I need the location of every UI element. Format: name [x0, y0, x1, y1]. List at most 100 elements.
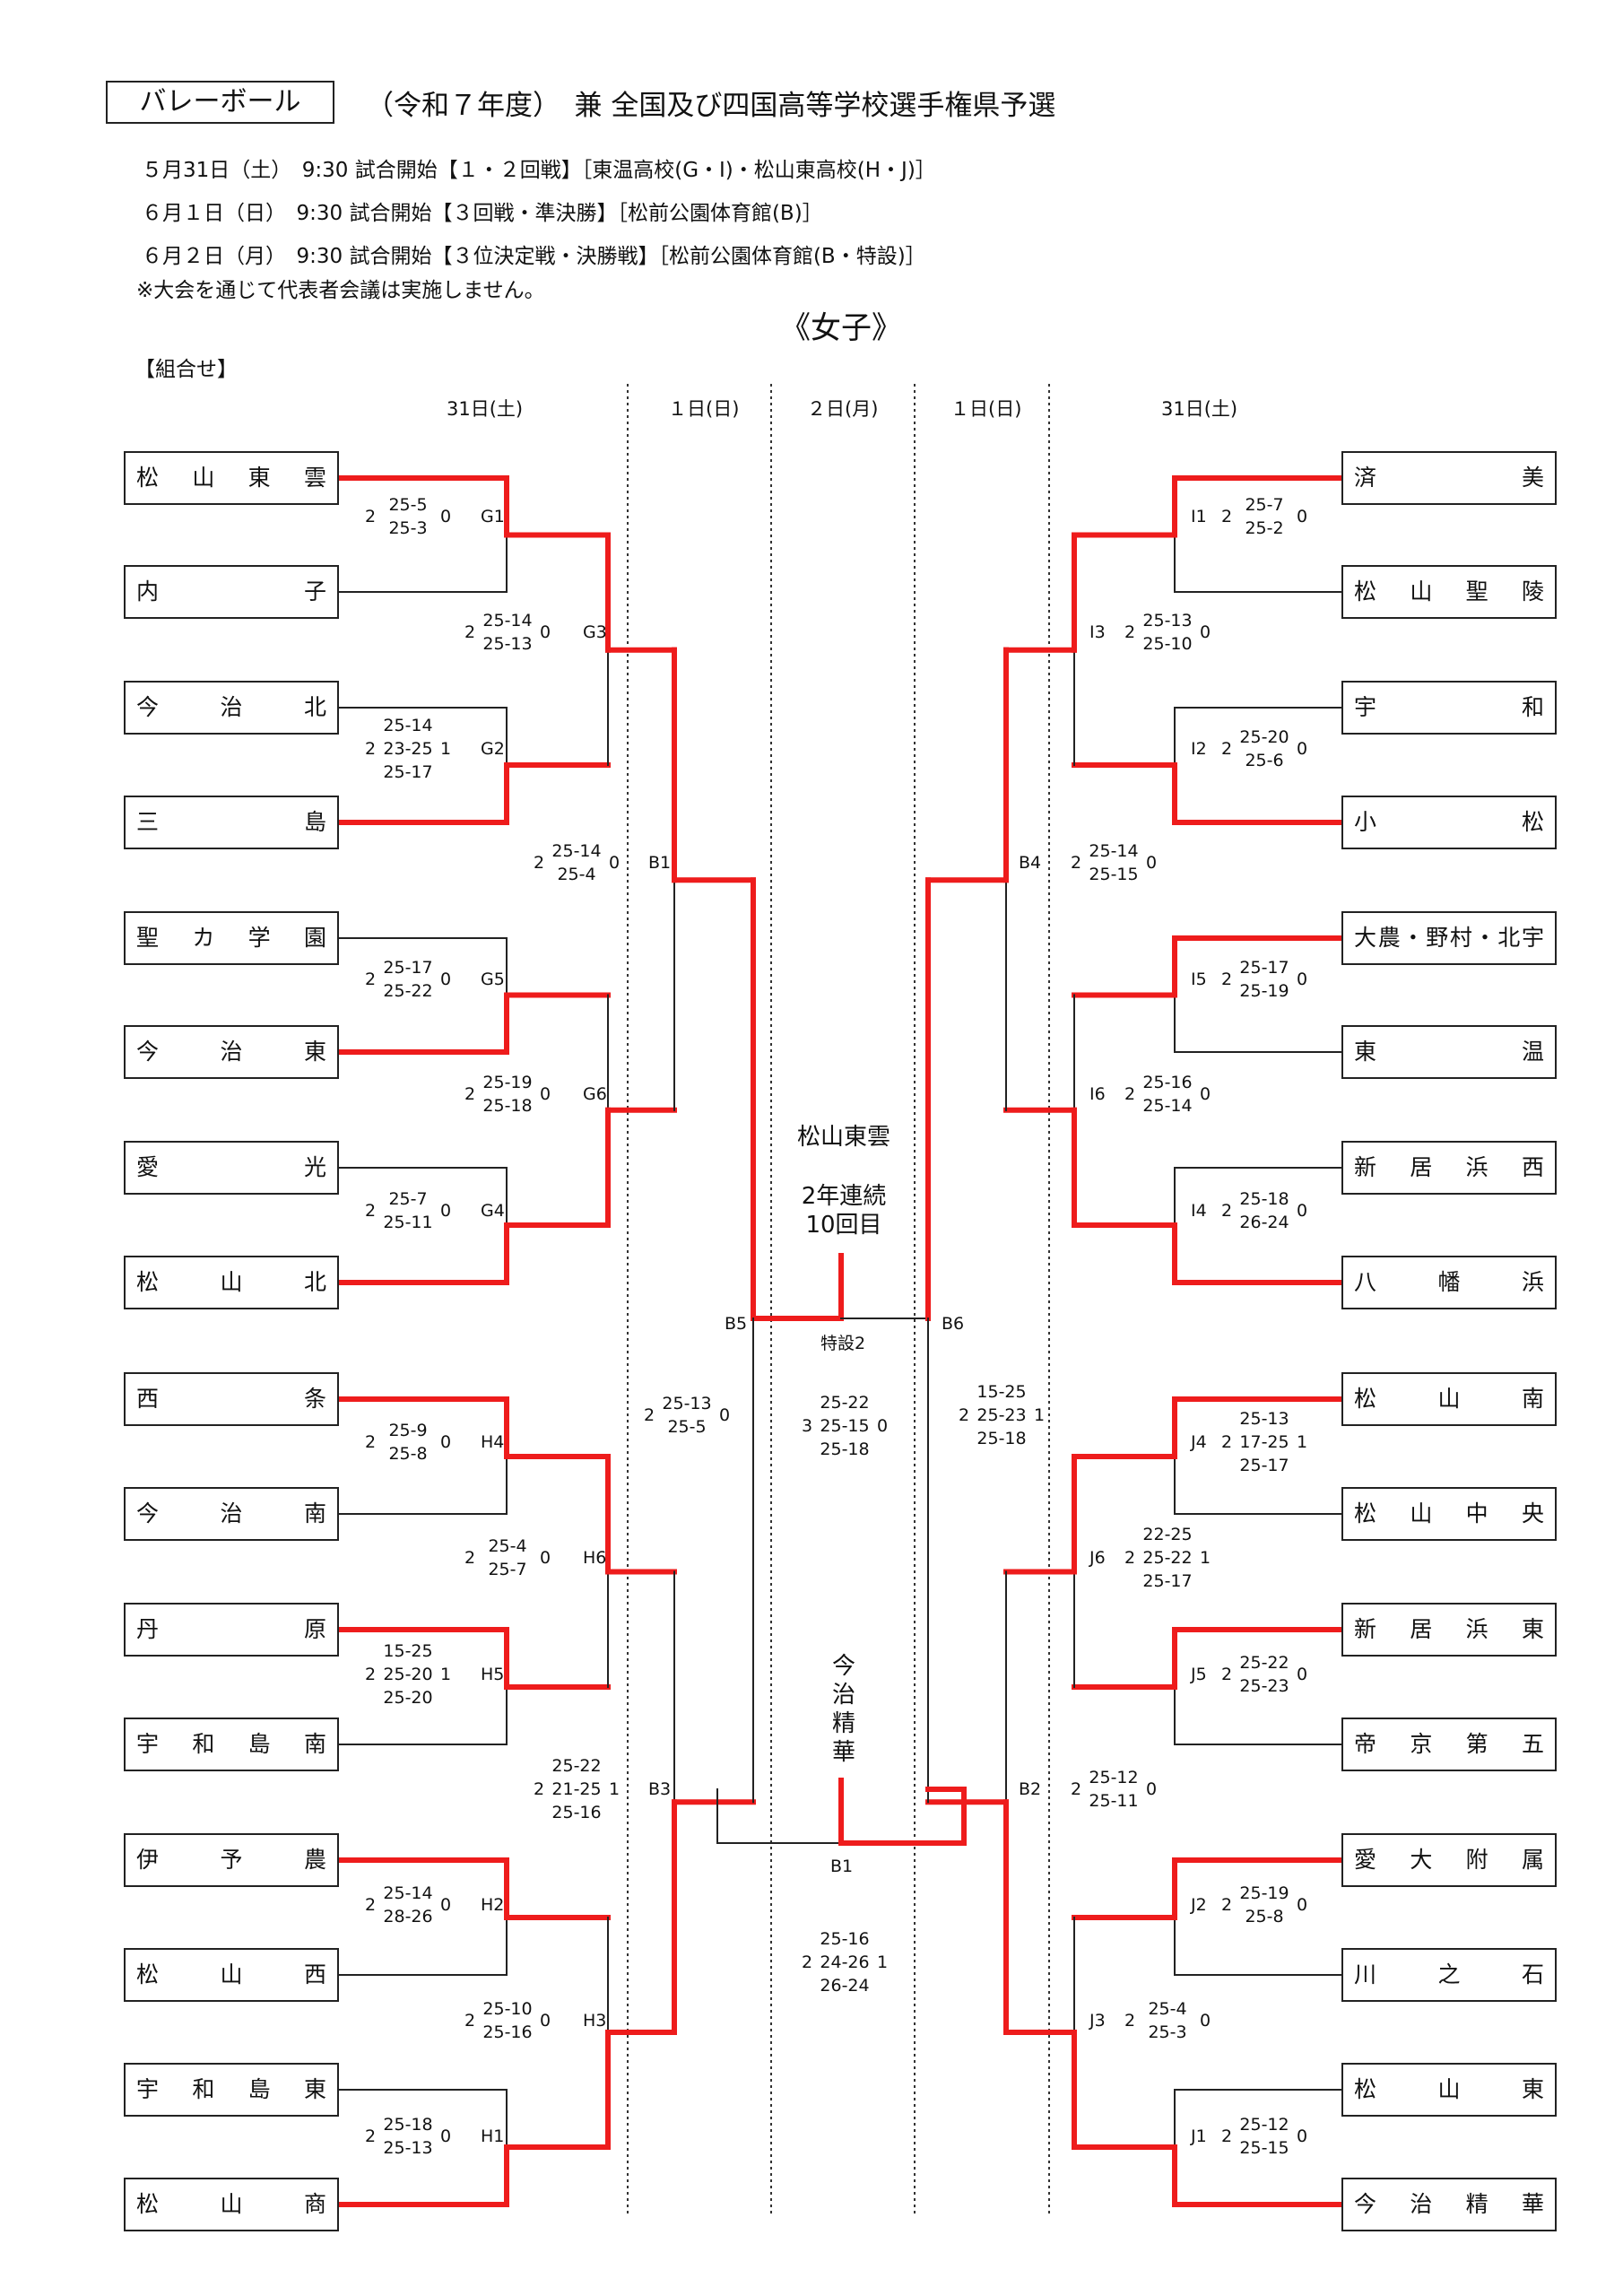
set-score: 28-26 — [383, 1907, 433, 1926]
team-name: 愛 大 附 属 — [1354, 1847, 1544, 1873]
team-left-12: 宇 和 島 南 — [124, 1718, 339, 1771]
sets-won-left: 2 — [364, 1665, 377, 1684]
team-right-1: 済 美 — [1341, 451, 1557, 505]
sets-won-left: 2 — [364, 739, 377, 759]
match-label: H1 — [481, 2126, 505, 2146]
sets-won-left: 2 — [1220, 1665, 1233, 1684]
set-score: 25-14 — [482, 611, 533, 631]
match-label: I6 — [1089, 1084, 1106, 1104]
team-right-13: 愛 大 附 属 — [1341, 1833, 1557, 1887]
match-label: J5 — [1191, 1665, 1207, 1684]
set-score: 25-14 — [1089, 841, 1139, 861]
team-name: 松 山 南 — [1354, 1386, 1544, 1412]
sets-won-right: 1 — [1033, 1405, 1046, 1425]
team-left-1: 松 山 東 雲 — [124, 451, 339, 505]
set-score: 25-18 — [383, 2115, 433, 2135]
set-score: 25-10 — [482, 1999, 533, 2019]
sets-won-right: 0 — [1296, 2126, 1308, 2146]
sets-won-right: 0 — [1296, 1201, 1308, 1221]
match-label: G2 — [481, 739, 505, 759]
set-score: 25-15 — [820, 1416, 870, 1436]
set-score: 25-19 — [1239, 1883, 1289, 1903]
day-label-final: ２日(月) — [807, 398, 879, 420]
match-label: J4 — [1191, 1432, 1207, 1452]
set-score: 25-12 — [1089, 1768, 1139, 1787]
team-left-2: 内 子 — [124, 565, 339, 619]
set-score: 25-8 — [1245, 1907, 1284, 1926]
set-score: 25-4 — [1148, 1999, 1187, 2019]
set-score: 25-18 — [482, 1096, 533, 1116]
sets-won-right: 0 — [439, 970, 452, 989]
champion-name: 松山東雲 — [796, 1124, 890, 1151]
team-name: 八 幡 浜 — [1354, 1269, 1544, 1295]
set-score: 25-16 — [551, 1803, 602, 1822]
match-label: J2 — [1191, 1895, 1207, 1915]
set-score: 25-7 — [488, 1560, 527, 1579]
sets-won-right: 0 — [1145, 1779, 1158, 1799]
match-label: G1 — [481, 507, 505, 526]
set-score: 25-22 — [551, 1756, 602, 1776]
sets-won-left: 2 — [1124, 1548, 1136, 1568]
sets-won-right: 1 — [439, 1665, 452, 1684]
team-name: 宇 和 島 南 — [136, 1731, 326, 1757]
set-score: 25-22 — [1239, 1653, 1289, 1673]
team-name: 愛 光 — [136, 1154, 326, 1180]
note: ※大会を通じて代表者会議は実施しません。 — [136, 279, 545, 302]
sets-won-left: 2 — [1220, 2126, 1233, 2146]
team-name: 今 治 東 — [136, 1039, 326, 1065]
set-score: 25-16 — [482, 2022, 533, 2042]
team-left-6: 今 治 東 — [124, 1025, 339, 1079]
set-score: 25-22 — [383, 981, 433, 1001]
match-label: I2 — [1191, 739, 1207, 759]
sets-won-right: 0 — [539, 1548, 551, 1568]
set-score: 26-24 — [1239, 1213, 1289, 1232]
sets-won-left: 3 — [801, 1416, 813, 1436]
set-score: 25-14 — [383, 1883, 433, 1903]
set-score: 25-17 — [1142, 1571, 1193, 1591]
sets-won-left: 2 — [464, 1084, 476, 1104]
sets-won-left: 2 — [464, 2011, 476, 2031]
set-score: 25-14 — [383, 716, 433, 735]
set-score: 25-14 — [1142, 1096, 1193, 1116]
team-name: 済 美 — [1354, 465, 1544, 491]
sets-won-right: 0 — [1199, 1084, 1211, 1104]
set-score: 25-18 — [1239, 1189, 1289, 1209]
set-score: 25-11 — [383, 1213, 433, 1232]
set-score: 25-22 — [820, 1393, 870, 1413]
team-right-4: 小 松 — [1341, 796, 1557, 849]
tournament-title: （令和７年度） 兼 全国及び四国高等学校選手権県予選 — [366, 90, 1056, 122]
team-name: 今 治 精 華 — [1354, 2191, 1544, 2217]
sets-won-right: 1 — [608, 1779, 621, 1799]
sets-won-right: 0 — [539, 622, 551, 642]
sets-won-right: 0 — [539, 2011, 551, 2031]
set-score: 15-25 — [383, 1641, 433, 1661]
sets-won-left: 2 — [1220, 1895, 1233, 1915]
match-label: I5 — [1191, 970, 1207, 989]
set-score: 25-15 — [1239, 2138, 1289, 2158]
division-title: 《女子》 — [780, 310, 902, 346]
set-score: 22-25 — [1142, 1525, 1193, 1544]
set-score: 25-8 — [388, 1444, 428, 1464]
team-name: 東 温 — [1354, 1039, 1544, 1065]
set-score: 25-22 — [1142, 1548, 1193, 1568]
set-score: 25-20 — [383, 1665, 433, 1684]
day-label-r1-left: 31日(土) — [447, 398, 524, 420]
set-score: 25-12 — [1239, 2115, 1289, 2135]
day-label-r3-left: １日(日) — [668, 398, 740, 420]
team-name: 今 治 北 — [136, 694, 326, 720]
team-left-15: 宇 和 島 東 — [124, 2063, 339, 2117]
match-label: H5 — [481, 1665, 505, 1684]
sets-won-left: 2 — [364, 970, 377, 989]
sets-won-left: 2 — [364, 1201, 377, 1221]
match-label: B2 — [1019, 1779, 1042, 1799]
team-name: 松 山 商 — [136, 2191, 326, 2217]
set-score: 17-25 — [1239, 1432, 1289, 1452]
set-score: 25-20 — [383, 1688, 433, 1708]
champion-streak: 2年連続 — [801, 1183, 887, 1210]
sets-won-left: 2 — [643, 1405, 655, 1425]
team-left-7: 愛 光 — [124, 1141, 339, 1195]
set-score: 25-19 — [482, 1073, 533, 1092]
sets-won-right: 0 — [1296, 1665, 1308, 1684]
team-name: 新 居 浜 東 — [1354, 1616, 1544, 1642]
sets-won-right: 1 — [876, 1952, 889, 1972]
